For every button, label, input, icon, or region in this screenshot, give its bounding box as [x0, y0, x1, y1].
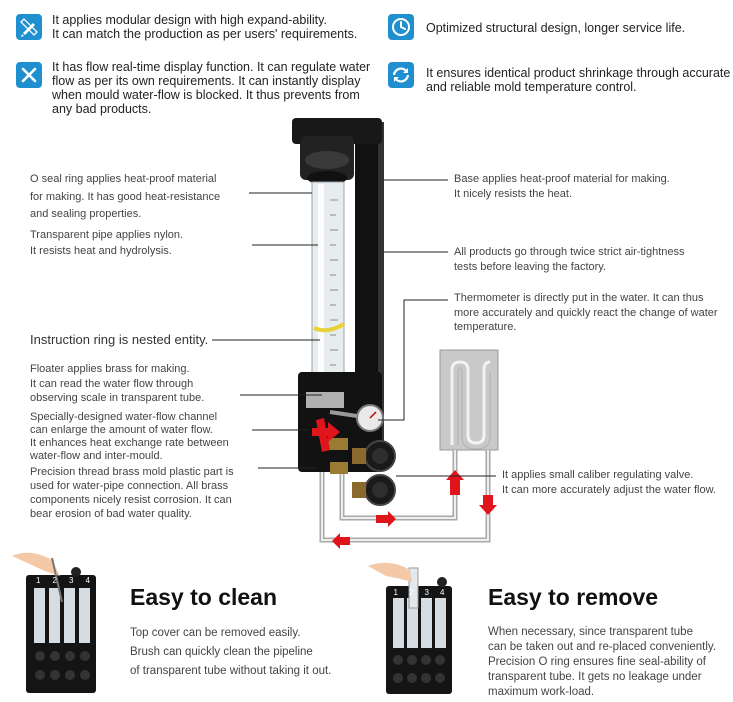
product-number-labels: 1 2 3 4 — [30, 576, 96, 585]
mould-plate-channel-edge — [457, 367, 491, 450]
arrow-down-icon — [479, 495, 497, 515]
flow-arrows — [312, 418, 497, 549]
product-label-4: 4 — [85, 576, 90, 585]
instruction-ring — [313, 322, 346, 333]
arrow-right-icon — [376, 511, 396, 527]
transparent-tube — [311, 181, 345, 393]
callout-regulating-valve: It applies small caliber regulating valv… — [502, 469, 716, 496]
feature-flow: It has flow real-time display function. … — [52, 60, 371, 116]
brass-fitting — [328, 438, 348, 450]
callout-instruction-ring: Instruction ring is nested entity. — [30, 332, 209, 347]
pencil-ruler-icon — [16, 14, 42, 40]
callout-base: Base applies heat-proof material for mak… — [454, 173, 670, 200]
clock-icon — [388, 14, 414, 40]
leader-lines — [212, 179, 496, 477]
product-number-labels: 1 2 3 4 — [388, 588, 450, 597]
mould-plate-channel — [450, 360, 491, 445]
callout-floater: Floater applies brass for making. It can… — [30, 363, 205, 404]
product-label-2: 2 — [409, 588, 414, 597]
refresh-icon — [388, 62, 414, 88]
arrow-up-icon — [446, 470, 464, 495]
product-label-3: 3 — [424, 588, 429, 597]
product-label-1: 1 — [36, 576, 41, 585]
callout-o-seal-ring: O seal ring applies heat-proof material … — [30, 173, 221, 220]
product-label-4: 4 — [440, 588, 445, 597]
callout-water-flow-channel: Specially-designed water-flow channel ca… — [30, 411, 229, 462]
product-label-2: 2 — [52, 576, 57, 585]
feature-shrinkage: It ensures identical product shrinkage t… — [426, 66, 731, 94]
thermometer-stem — [329, 410, 358, 418]
product-label-3: 3 — [69, 576, 74, 585]
callout-air-tightness: All products go through twice strict air… — [454, 246, 685, 273]
callout-transparent-pipe: Transparent pipe applies nylon. It resis… — [30, 229, 184, 257]
easy-to-remove-description: When necessary, since transparent tube c… — [488, 626, 717, 698]
callout-thermometer: Thermometer is directly put in the water… — [454, 292, 718, 333]
feature-modular: It applies modular design with high expa… — [52, 13, 358, 41]
product-label-1: 1 — [393, 588, 398, 597]
product-clean-illustration — [12, 552, 96, 693]
feature-structure: Optimized structural design, longer serv… — [426, 21, 686, 35]
easy-to-clean-title: Easy to clean — [130, 584, 278, 610]
arrow-left-icon — [332, 533, 350, 549]
easy-to-clean-description: Top cover can be removed easily. Brush c… — [130, 627, 332, 677]
cross-icon — [16, 62, 42, 88]
easy-to-remove-title: Easy to remove — [488, 584, 659, 610]
callout-precision-thread: Precision thread brass mold plastic part… — [30, 466, 234, 520]
tube-scale — [330, 199, 338, 366]
product-remove-illustration — [368, 562, 452, 694]
